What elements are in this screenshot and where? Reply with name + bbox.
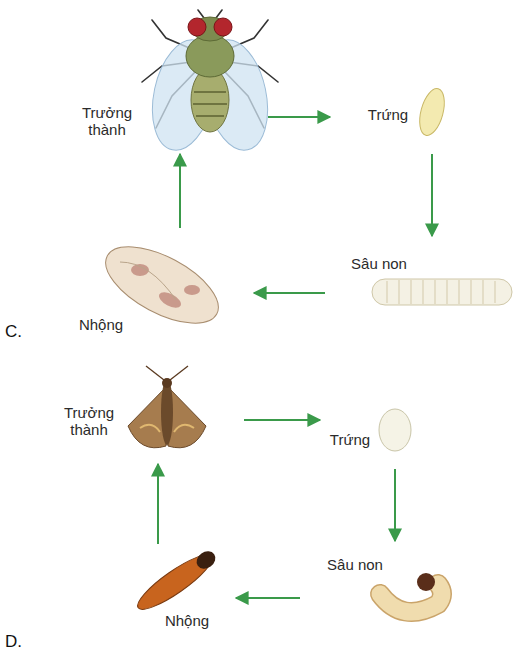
stage-label: Trứng — [364, 106, 412, 123]
moth-illustration — [128, 366, 206, 448]
cycle-arrow — [179, 154, 181, 228]
cycle-arrow — [431, 154, 433, 236]
cycle-arrow — [268, 116, 330, 118]
stage-label: Sâu non — [346, 255, 412, 272]
stage-label: Nhộng — [72, 316, 130, 333]
cycle-arrow — [244, 419, 320, 421]
stage-node: Nhộng — [125, 548, 232, 640]
stage-node: Trứng — [334, 80, 460, 150]
cycle-arrow — [394, 469, 396, 541]
stage-label: Trưởng thành — [58, 404, 120, 439]
egg-illustration — [415, 86, 449, 138]
pupa-illustration — [132, 547, 219, 617]
panel-letter: C. — [5, 322, 22, 342]
cycle-arrow — [254, 292, 325, 294]
stage-node: Sâu non — [329, 240, 515, 310]
larva-illustration — [372, 279, 512, 305]
egg-illustration — [379, 409, 411, 451]
stage-node: Trứng — [324, 400, 420, 465]
stage-label: Trưởng thành — [76, 104, 138, 139]
stage-node: Nhộng — [96, 232, 250, 330]
stage-label: Trứng — [326, 431, 374, 448]
fly-illustration — [142, 10, 278, 156]
panel-letter: D. — [5, 632, 22, 652]
stage-node: Trưởng thành — [120, 362, 240, 460]
stage-label: Nhộng — [158, 612, 216, 629]
cycle-arrow — [236, 597, 300, 599]
stage-node: Sâu non — [304, 545, 454, 621]
stage-node: Trưởng thành — [140, 8, 264, 150]
stage-label: Sâu non — [322, 556, 388, 573]
larva-illustration — [380, 573, 442, 612]
cycle-arrow — [157, 464, 159, 544]
